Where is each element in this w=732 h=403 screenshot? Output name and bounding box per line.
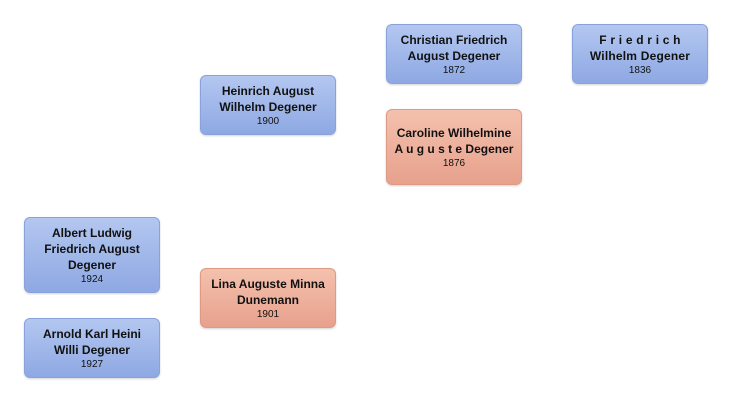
- person-name: F r i e d r i c h Wilhelm Degener: [589, 32, 691, 63]
- person-name: Christian Friedrich August Degener: [400, 32, 508, 63]
- person-birth-year: 1901: [256, 308, 280, 320]
- person-card-albert-ludwig-friedrich-august-degener[interactable]: Albert Ludwig Friedrich August Degener 1…: [24, 217, 160, 293]
- person-card-caroline-wilhelmine-auguste-degener[interactable]: Caroline Wilhelmine A u g u s t e Degene…: [386, 109, 522, 185]
- person-name: Arnold Karl Heini Willi Degener: [42, 326, 141, 357]
- person-card-lina-auguste-minna-dunemann[interactable]: Lina Auguste Minna Dunemann 1901: [200, 268, 336, 328]
- person-name: Albert Ludwig Friedrich August Degener: [44, 225, 140, 272]
- person-birth-year: 1876: [442, 157, 466, 169]
- person-card-arnold-karl-heini-willi-degener[interactable]: Arnold Karl Heini Willi Degener 1927: [24, 318, 160, 378]
- person-name: Lina Auguste Minna Dunemann: [211, 276, 325, 307]
- person-birth-year: 1900: [256, 115, 280, 127]
- person-card-christian-friedrich-august-degener[interactable]: Christian Friedrich August Degener 1872: [386, 24, 522, 84]
- person-birth-year: 1924: [80, 273, 104, 285]
- person-name: Caroline Wilhelmine A u g u s t e Degene…: [394, 125, 514, 156]
- person-card-heinrich-august-wilhelm-degener[interactable]: Heinrich August Wilhelm Degener 1900: [200, 75, 336, 135]
- person-card-friedrich-wilhelm-degener[interactable]: F r i e d r i c h Wilhelm Degener 1836: [572, 24, 708, 84]
- person-birth-year: 1836: [628, 64, 652, 76]
- person-name: Heinrich August Wilhelm Degener: [219, 83, 317, 114]
- person-birth-year: 1872: [442, 64, 466, 76]
- person-birth-year: 1927: [80, 358, 104, 370]
